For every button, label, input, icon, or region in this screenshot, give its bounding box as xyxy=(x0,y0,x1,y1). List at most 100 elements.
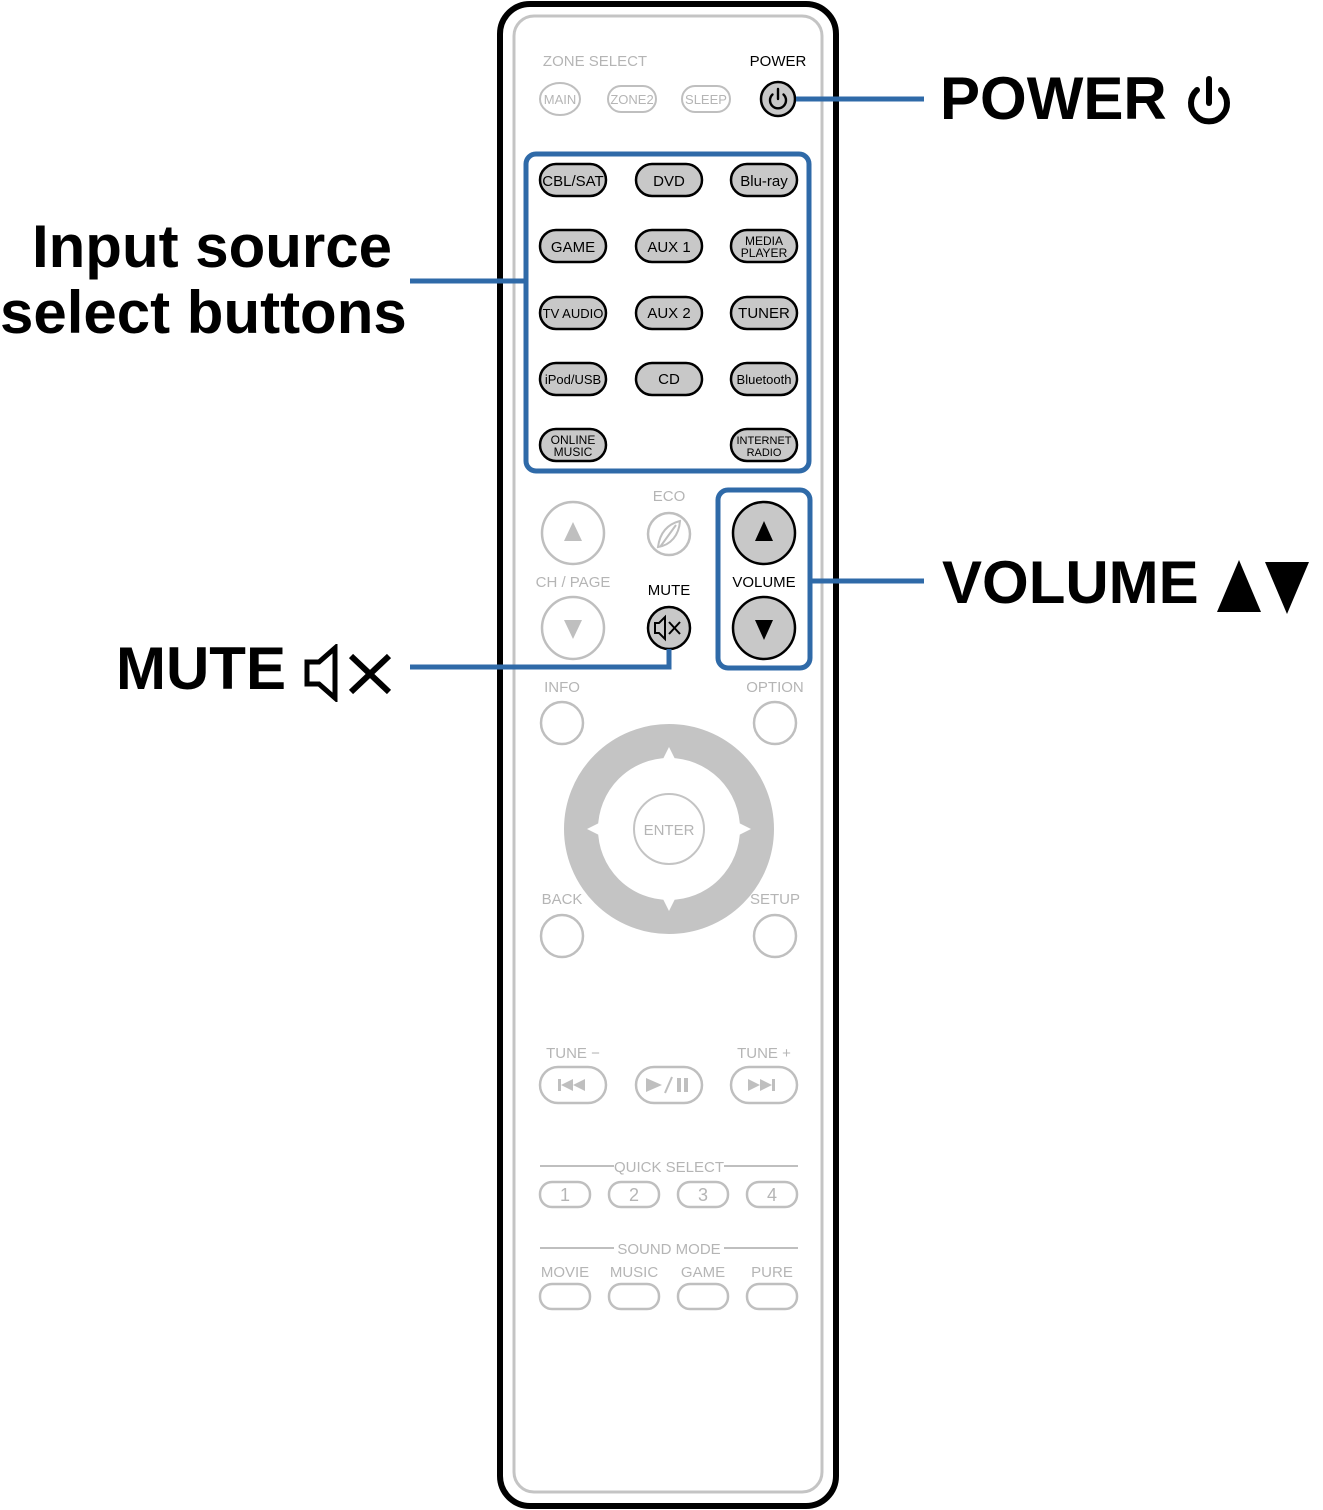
volume-callout-text: VOLUME xyxy=(942,549,1199,616)
main-button[interactable] xyxy=(539,82,581,116)
cd-label: CD xyxy=(658,371,680,388)
tune-minus-label: TUNE − xyxy=(546,1045,600,1062)
play-pause-icon xyxy=(646,1076,688,1094)
aux2-label: AUX 2 xyxy=(647,305,690,322)
pure-label: PURE xyxy=(751,1264,793,1281)
quick-select-3-button[interactable] xyxy=(676,1180,730,1209)
main-button-label: MAIN xyxy=(544,92,577,107)
sleep-button[interactable] xyxy=(681,85,731,113)
setup-label: SETUP xyxy=(750,891,800,908)
cd-button[interactable] xyxy=(634,361,704,397)
back-label: BACK xyxy=(542,891,583,908)
media-player-label-line2: PLAYER xyxy=(741,246,788,260)
zone-select-label: ZONE SELECT xyxy=(543,53,647,70)
dpad-left-icon[interactable] xyxy=(587,822,601,836)
quick-select-3-label: 3 xyxy=(698,1185,708,1205)
tv-audio-label: TV AUDIO xyxy=(543,306,604,321)
setup-button[interactable] xyxy=(752,913,798,959)
skip-back-icon xyxy=(558,1079,585,1091)
ipod-usb-button[interactable] xyxy=(538,361,608,397)
cbl-sat-label: CBL/SAT xyxy=(542,173,603,190)
option-button[interactable] xyxy=(752,700,798,746)
input-callout-line1: Input source xyxy=(31,213,392,280)
ch-page-down-icon xyxy=(564,620,582,639)
bluray-button[interactable] xyxy=(729,162,799,198)
volume-down-icon xyxy=(755,620,773,640)
back-button[interactable] xyxy=(539,913,585,959)
eco-label: ECO xyxy=(653,488,686,505)
zone2-button[interactable] xyxy=(607,85,657,113)
remote-inner-outline xyxy=(512,14,824,1494)
sleep-button-label: SLEEP xyxy=(685,92,727,107)
aux2-button[interactable] xyxy=(634,295,704,331)
game-label: GAME xyxy=(551,239,595,256)
movie-label: MOVIE xyxy=(541,1264,589,1281)
tuner-label: TUNER xyxy=(738,305,790,322)
bluray-label: Blu-ray xyxy=(740,173,788,190)
music-label: MUSIC xyxy=(610,1264,659,1281)
power-callout-text: POWER xyxy=(940,65,1167,132)
dvd-button[interactable] xyxy=(634,162,704,198)
volume-up-icon xyxy=(755,521,773,541)
dpad-right-icon[interactable] xyxy=(737,822,751,836)
tuner-button[interactable] xyxy=(729,295,799,331)
internet-radio-button[interactable] xyxy=(729,427,799,463)
enter-label: ENTER xyxy=(644,822,695,839)
dvd-label: DVD xyxy=(653,173,685,190)
aux1-button[interactable] xyxy=(634,228,704,264)
mute-callout-line xyxy=(410,649,672,670)
input-callout-line2: select buttons xyxy=(0,279,407,346)
mute-label: MUTE xyxy=(648,582,691,599)
zone2-button-label: ZONE2 xyxy=(610,92,653,107)
volume-label: VOLUME xyxy=(732,574,795,591)
media-player-button[interactable] xyxy=(729,228,799,264)
aux1-label: AUX 1 xyxy=(647,239,690,256)
pure-button[interactable] xyxy=(745,1282,799,1311)
quick-select-1-label: 1 xyxy=(560,1185,570,1205)
dpad-down-icon[interactable] xyxy=(662,897,676,911)
sound-mode-label: SOUND MODE xyxy=(617,1241,720,1258)
mute-callout-text: MUTE xyxy=(116,635,286,702)
direction-pad: ENTER xyxy=(564,724,774,934)
cbl-sat-button[interactable] xyxy=(538,162,608,198)
dpad-up-icon[interactable] xyxy=(662,747,676,761)
quick-select-4-button[interactable] xyxy=(745,1180,799,1209)
quick-select-2-button[interactable] xyxy=(607,1180,661,1209)
dpad-ring[interactable] xyxy=(564,724,774,934)
media-player-label-line1: MEDIA xyxy=(745,234,783,248)
ch-page-up-icon xyxy=(564,522,582,541)
volume-callout: VOLUME xyxy=(942,550,1311,616)
tv-audio-button[interactable] xyxy=(538,295,608,331)
quick-select-1-button[interactable] xyxy=(538,1180,592,1209)
quick-select-2-label: 2 xyxy=(629,1185,639,1205)
music-button[interactable] xyxy=(607,1282,661,1311)
tune-plus-label: TUNE + xyxy=(737,1045,791,1062)
internet-radio-label-line1: INTERNET xyxy=(737,435,792,447)
ipod-usb-label: iPod/USB xyxy=(545,372,601,387)
movie-button[interactable] xyxy=(538,1282,592,1311)
bluetooth-button[interactable] xyxy=(729,361,799,397)
mute-icon xyxy=(304,644,391,703)
leaf-icon xyxy=(656,519,682,549)
info-button[interactable] xyxy=(539,700,585,746)
bluetooth-label: Bluetooth xyxy=(737,372,792,387)
game-mode-button[interactable] xyxy=(676,1282,730,1311)
game-button[interactable] xyxy=(538,228,608,264)
quick-select-4-label: 4 xyxy=(767,1185,777,1205)
option-label: OPTION xyxy=(746,679,804,696)
skip-forward-icon xyxy=(748,1079,775,1091)
volume-up-down-icon xyxy=(1217,560,1310,615)
mute-callout: MUTE xyxy=(116,635,397,703)
quick-select-label: QUICK SELECT xyxy=(614,1159,724,1176)
online-music-label-line2: MUSIC xyxy=(554,445,593,459)
online-music-button[interactable] xyxy=(538,427,608,463)
online-music-label-line1: ONLINE xyxy=(551,433,596,447)
mute-icon xyxy=(654,614,681,642)
enter-button[interactable] xyxy=(633,793,705,865)
power-icon xyxy=(1188,76,1231,125)
game-mode-label: GAME xyxy=(681,1264,725,1281)
power-callout: POWER xyxy=(940,66,1235,132)
info-label: INFO xyxy=(544,679,580,696)
internet-radio-label-line2: RADIO xyxy=(747,447,782,459)
